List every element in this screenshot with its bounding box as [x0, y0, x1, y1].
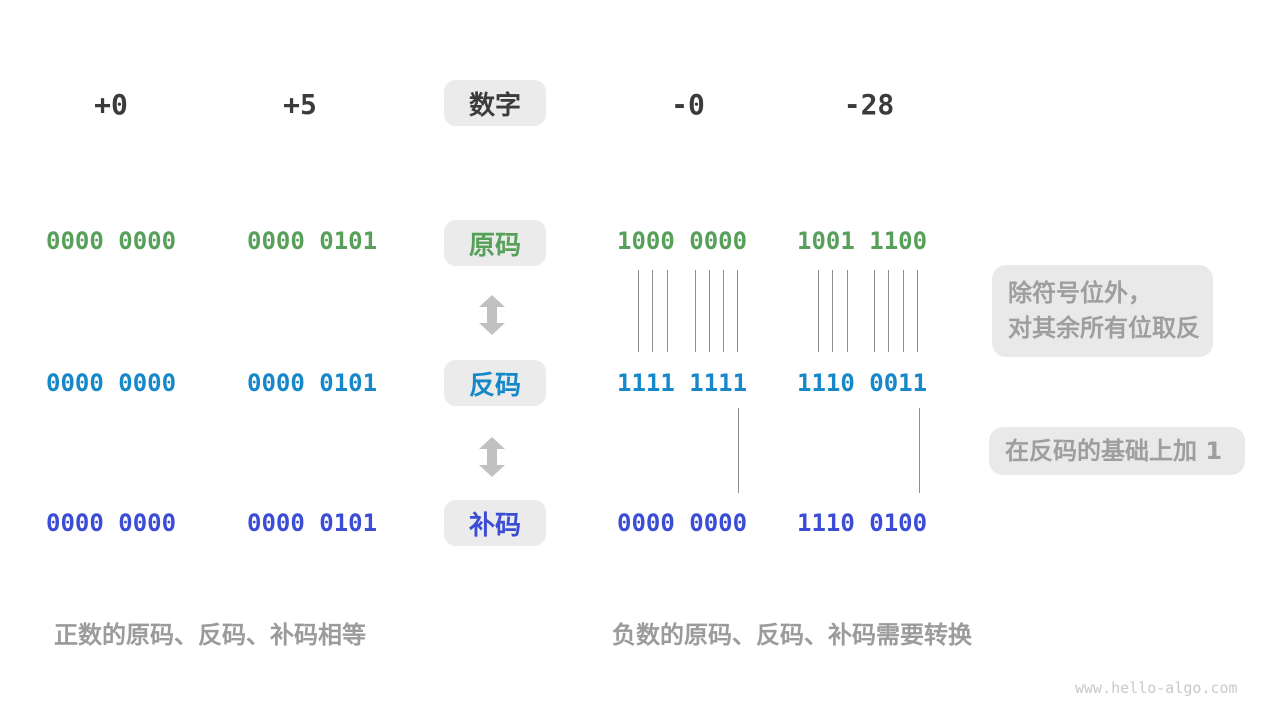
arrow-head-up	[479, 295, 505, 307]
binary-sign-magnitude-plus5: 0000 0101	[247, 227, 378, 255]
bit-connector-line	[723, 270, 724, 352]
arrow-stem	[487, 447, 497, 467]
badge-twos-complement: 补码	[444, 500, 546, 546]
lsb-connector-line	[738, 408, 739, 493]
bit-connector-line	[709, 270, 710, 352]
bit-connector-line	[638, 270, 639, 352]
binary-ones-complement-plus0: 0000 0000	[46, 369, 177, 397]
note-invert-bits: 除符号位外， 对其余所有位取反	[992, 265, 1213, 357]
bit-connector-line	[695, 270, 696, 352]
number-label-plus-5: +5	[283, 88, 317, 121]
bit-connector-line	[818, 270, 819, 352]
binary-ones-complement-plus5: 0000 0101	[247, 369, 378, 397]
binary-sign-magnitude-minus28: 1001 1100	[797, 227, 928, 255]
bit-connector-line	[888, 270, 889, 352]
arrow-head-up	[479, 437, 505, 449]
bit-connector-line	[917, 270, 918, 352]
watermark-url: www.hello-algo.com	[1075, 679, 1238, 697]
caption-negative-numbers: 负数的原码、反码、补码需要转换	[612, 621, 972, 649]
number-label-minus-0: -0	[671, 88, 705, 121]
bit-connector-line	[903, 270, 904, 352]
lsb-connector-line	[919, 408, 920, 493]
binary-ones-complement-minus0: 1111 1111	[617, 369, 748, 397]
bit-connector-line	[737, 270, 738, 352]
bit-connector-line	[832, 270, 833, 352]
binary-ones-complement-minus28: 1110 0011	[797, 369, 928, 397]
binary-sign-magnitude-minus0: 1000 0000	[617, 227, 748, 255]
badge-twos-complement-label: 补码	[468, 510, 521, 541]
up-down-arrow-icon	[479, 295, 505, 335]
badge-number-label: 数字	[468, 90, 521, 121]
badge-sign-magnitude-label: 原码	[468, 230, 521, 261]
caption-positive-numbers: 正数的原码、反码、补码相等	[54, 621, 366, 649]
binary-twos-complement-plus0: 0000 0000	[46, 509, 177, 537]
number-label-plus-0: +0	[94, 88, 128, 121]
bit-connector-line	[652, 270, 653, 352]
binary-twos-complement-minus0: 0000 0000	[617, 509, 748, 537]
number-label-minus-28: -28	[843, 88, 895, 121]
badge-number: 数字	[444, 80, 546, 126]
note-add-one-label: 在反码的基础上加 1	[1005, 436, 1223, 465]
note-invert-line2: 对其余所有位取反	[1008, 314, 1200, 342]
badge-sign-magnitude: 原码	[444, 220, 546, 266]
arrow-head-down	[479, 465, 505, 477]
bit-connector-line	[874, 270, 875, 352]
bit-connector-line	[667, 270, 668, 352]
note-add-one: 在反码的基础上加 1	[989, 427, 1245, 475]
up-down-arrow-icon	[479, 437, 505, 477]
bit-connector-line	[847, 270, 848, 352]
note-invert-line1: 除符号位外，	[1008, 279, 1152, 307]
arrow-head-down	[479, 323, 505, 335]
binary-twos-complement-plus5: 0000 0101	[247, 509, 378, 537]
badge-ones-complement-label: 反码	[468, 370, 521, 401]
arrow-stem	[487, 305, 497, 325]
binary-sign-magnitude-plus0: 0000 0000	[46, 227, 177, 255]
badge-ones-complement: 反码	[444, 360, 546, 406]
binary-twos-complement-minus28: 1110 0100	[797, 509, 928, 537]
